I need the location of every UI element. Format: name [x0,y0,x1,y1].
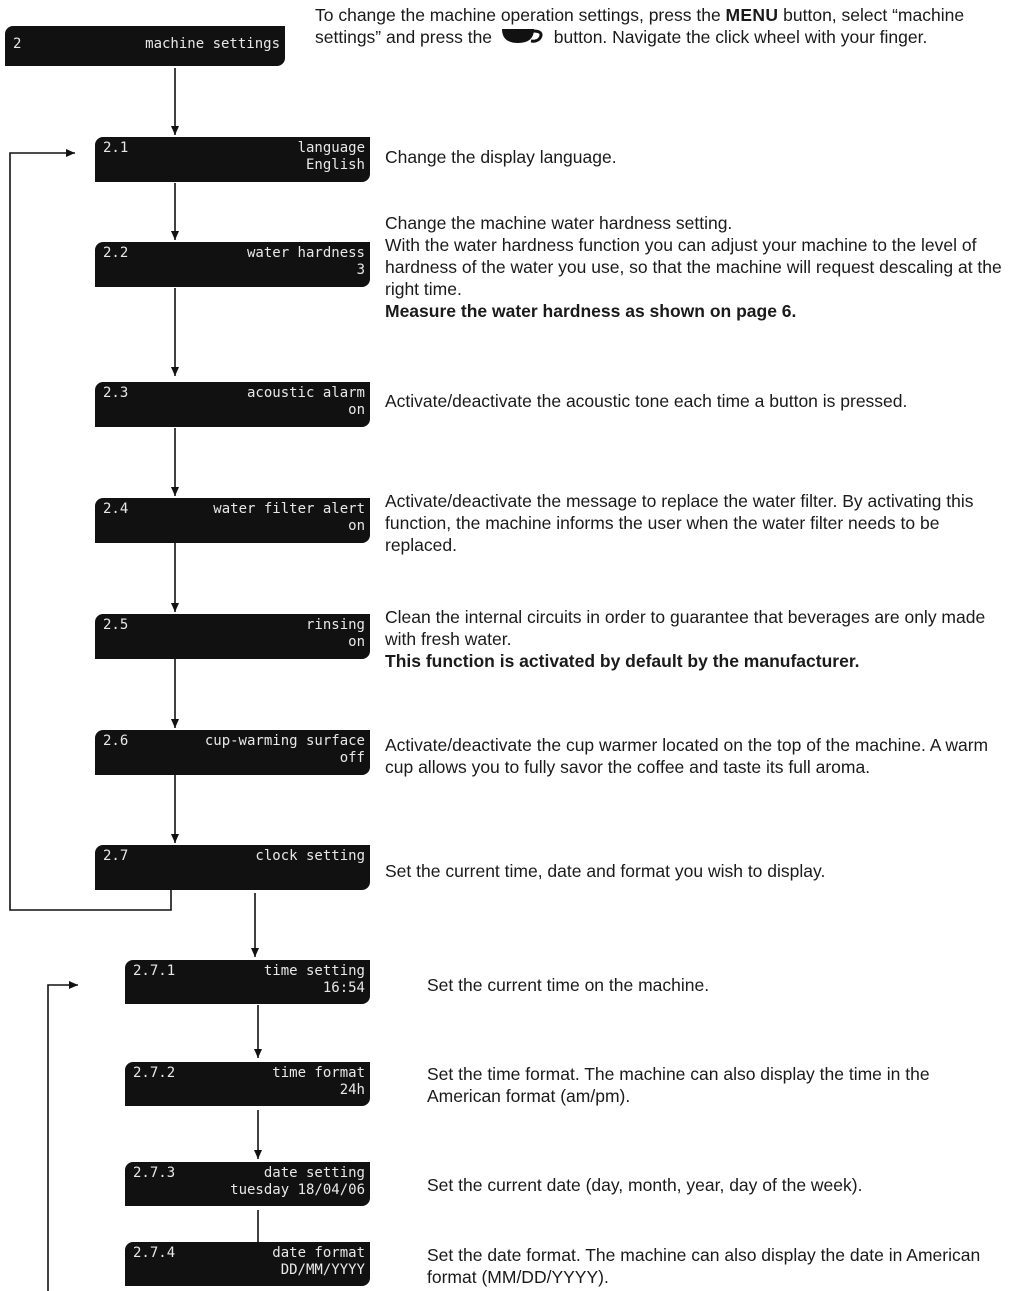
display-number: 2.7.4 [133,1245,176,1261]
display-value: on [348,402,365,418]
desc-text: Set the date format. The machine can als… [427,1245,981,1287]
display-value: 16:54 [322,980,365,996]
desc-text: Set the current date (day, month, year, … [427,1175,863,1195]
display-number: 2.2 [103,245,129,261]
desc-text: Activate/deactivate the cup warmer locat… [385,735,989,777]
display-value: 24h [339,1082,365,1098]
display-value: tuesday 18/04/06 [230,1182,365,1198]
desc-text: Set the time format. The machine can als… [427,1064,930,1106]
display-value: 3 [356,262,365,278]
display-label: machine settings [145,36,280,52]
display-machine-settings: 2 machine settings [5,26,285,66]
display-2-1: 2.1 language English [95,137,370,182]
display-label: rinsing [305,617,365,633]
desc-2-5: Clean the internal circuits in order to … [385,606,1015,672]
display-number: 2.6 [103,733,129,749]
display-number: 2.1 [103,140,129,156]
display-label: water filter alert [213,501,365,517]
desc-text: Clean the internal circuits in order to … [385,607,986,649]
desc-text: Activate/deactivate the message to repla… [385,491,974,555]
display-2-5: 2.5 rinsing on [95,614,370,659]
desc-2-7-3: Set the current date (day, month, year, … [427,1174,1007,1196]
desc-2-4: Activate/deactivate the message to repla… [385,490,1015,556]
display-value: on [348,634,365,650]
display-label: acoustic alarm [246,385,365,401]
display-number: 2.3 [103,385,129,401]
display-number: 2.5 [103,617,129,633]
intro-text-part3: button. Navigate the click wheel with yo… [548,27,928,47]
display-label: date setting [263,1165,365,1181]
display-label: cup-warming surface [204,733,365,749]
desc-text: Set the current time, date and format yo… [385,861,826,881]
display-number: 2.7.2 [133,1065,176,1081]
display-2-7-3: 2.7.3 date setting tuesday 18/04/06 [125,1162,370,1206]
intro-text-part2: button, select “machine settings” and pr… [315,5,965,47]
cup-button-icon [501,29,543,43]
display-number: 2 [13,36,22,52]
desc-text: Change the machine water hardness settin… [385,213,1002,299]
desc-2-6: Activate/deactivate the cup warmer locat… [385,734,1015,778]
desc-2-3: Activate/deactivate the acoustic tone ea… [385,390,1015,412]
display-2-7: 2.7 clock setting [95,845,370,890]
display-label: clock setting [255,848,365,864]
desc-text: Change the display language. [385,147,617,167]
display-value: English [305,157,365,173]
display-2-3: 2.3 acoustic alarm on [95,382,370,427]
desc-2-7: Set the current time, date and format yo… [385,860,1015,882]
display-label: water hardness [246,245,365,261]
intro-text-part1: To change the machine operation settings… [315,5,726,25]
display-2-7-1: 2.7.1 time setting 16:54 [125,960,370,1004]
display-number: 2.7 [103,848,129,864]
display-value: on [348,518,365,534]
display-2-7-4: 2.7.4 date format DD/MM/YYYY [125,1242,370,1286]
display-number: 2.7.1 [133,963,176,979]
display-label: language [297,140,365,156]
desc-bold-note: Measure the water hardness as shown on p… [385,301,797,321]
desc-2-7-1: Set the current time on the machine. [427,974,1007,996]
display-2-2: 2.2 water hardness 3 [95,242,370,287]
menu-button-label: MENU [725,5,779,25]
desc-bold-note: This function is activated by default by… [385,651,860,671]
desc-2-7-2: Set the time format. The machine can als… [427,1063,1007,1107]
desc-text: Activate/deactivate the acoustic tone ea… [385,391,908,411]
display-2-7-2: 2.7.2 time format 24h [125,1062,370,1106]
display-number: 2.4 [103,501,129,517]
intro-text: To change the machine operation settings… [315,4,995,48]
desc-2-7-4: Set the date format. The machine can als… [427,1244,1007,1288]
desc-2-1: Change the display language. [385,146,1005,168]
display-2-4: 2.4 water filter alert on [95,498,370,543]
display-value: DD/MM/YYYY [280,1262,365,1278]
display-label: time setting [263,963,365,979]
display-label: date format [272,1245,365,1261]
display-2-6: 2.6 cup-warming surface off [95,730,370,775]
desc-2-2: Change the machine water hardness settin… [385,190,1015,322]
display-label: time format [272,1065,365,1081]
display-number: 2.7.3 [133,1165,176,1181]
display-value: off [339,750,365,766]
desc-text: Set the current time on the machine. [427,975,710,995]
